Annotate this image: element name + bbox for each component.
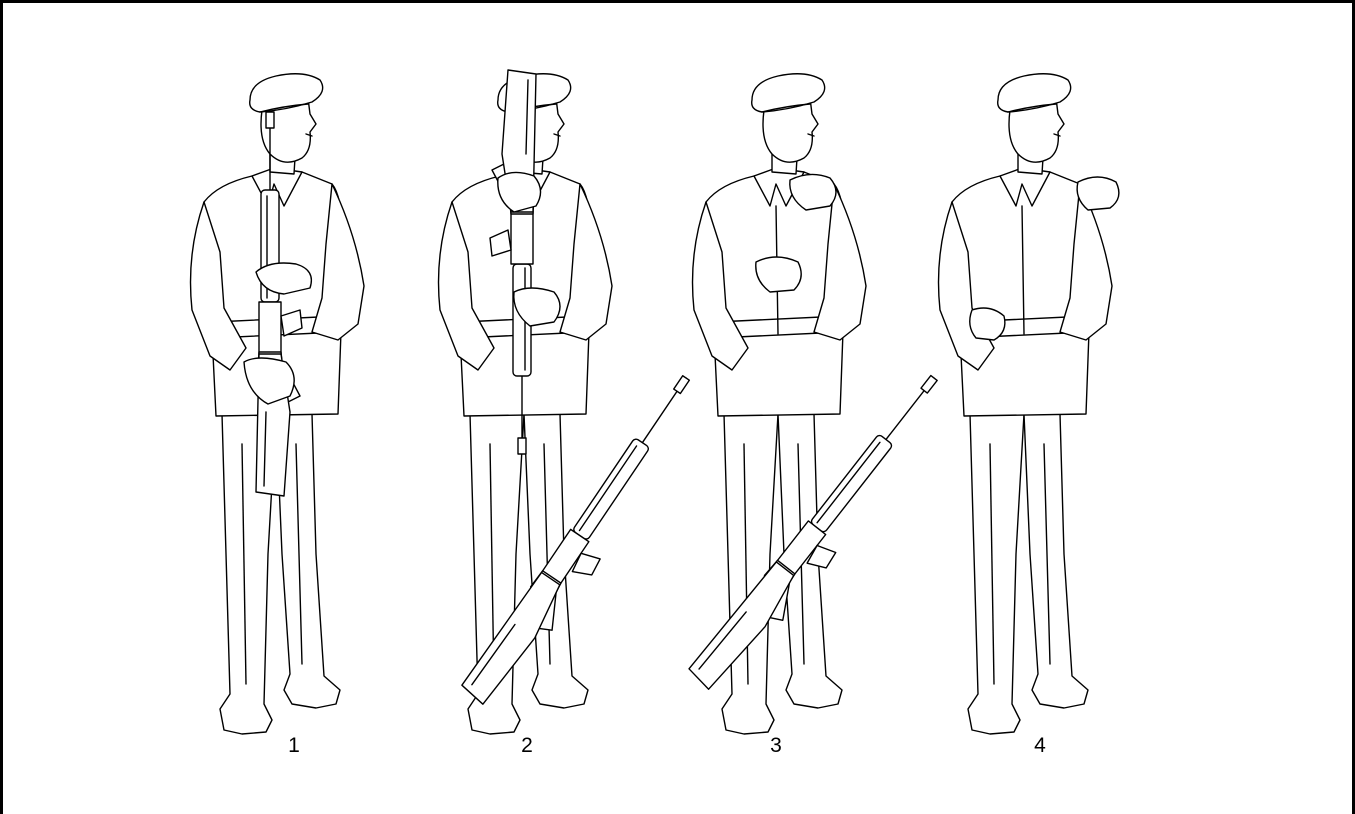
panel-3-number: 3 xyxy=(756,734,796,758)
panel-2-number: 2 xyxy=(507,734,547,758)
figure-1-illustration xyxy=(191,74,365,734)
hand-upper-4 xyxy=(1077,177,1119,210)
panel-1-number: 1 xyxy=(274,734,314,758)
panel-4-number: 4 xyxy=(1020,734,1060,758)
hand-lower-4 xyxy=(970,308,1005,340)
